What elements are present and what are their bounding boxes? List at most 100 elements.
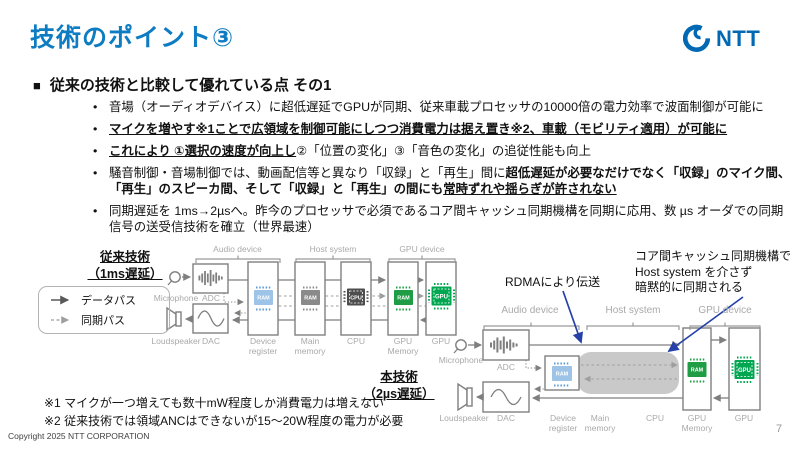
footnote-1: ※1 マイクが一つ増えても数十mW程度しか消費電力は増えない: [44, 396, 384, 410]
conventional-caption: 従来技術 （1ms遅延）: [85, 249, 165, 283]
host-system-bracket: [586, 325, 680, 330]
svg-text:RAM: RAM: [304, 296, 317, 302]
group-label-audio-device: Audio device: [213, 244, 262, 254]
label-adc: ADC: [202, 293, 220, 303]
bullet-3-emphasis: これにより ①選択の速度が向上し: [109, 144, 297, 159]
label-microphone: Microphone: [438, 355, 484, 365]
group-label-host-system: Host system: [309, 244, 357, 254]
main-memory-ram-chip: RAM: [301, 286, 320, 311]
label-device-register: Device register: [548, 413, 578, 433]
bullet-4-emphasis: 常時ずれや揺らぎが許されない: [443, 181, 617, 196]
cache-sync-annotation-line2: Host system を介さず: [635, 264, 753, 279]
waveform-icon: [198, 270, 223, 286]
label-dac: DAC: [497, 413, 515, 423]
bullet-item-5: 同期遅延を 1ms→2µsへ。昨今のプロセッサで必須であるコア間キャッシュ同期機…: [92, 204, 792, 235]
sine-icon: [490, 388, 522, 406]
proposed-caption-line2: （2µs遅延）: [363, 387, 435, 401]
label-cpu: CPU: [646, 413, 664, 423]
group-label-audio-device: Audio device: [501, 305, 559, 316]
label-microphone: Microphone: [153, 293, 199, 303]
legend-data-path: データパス: [49, 292, 169, 308]
microphone-icon: [167, 271, 192, 286]
legend-sync-path: 同期パス: [49, 312, 169, 328]
bullet-2-text: マイクを増やす※1ことで広領域を制御可能にしつつ消費電力は据え置き※2、車載（モ…: [109, 122, 728, 137]
page-title: 技術のポイント③: [30, 24, 235, 52]
gpu-box: GPU: [728, 327, 761, 411]
host-bypass-blob: [577, 352, 679, 394]
cache-sync-arrow: [667, 296, 744, 353]
label-gpu-memory: GPU Memory: [387, 336, 419, 356]
bullet-item-2: マイクを増やす※1ことで広領域を制御可能にしつつ消費電力は据え置き※2、車載（モ…: [92, 122, 792, 138]
svg-text:CPU: CPU: [350, 295, 362, 301]
svg-text:RAM: RAM: [257, 296, 270, 302]
proposed-diagram-shapes: RAM RAM GPU: [453, 290, 761, 413]
legend-data-path-label: データパス: [81, 295, 136, 307]
bullet-5-text: 同期遅延を 1ms→2µsへ。昨今のプロセッサで必須であるコア間キャッシュ同期機…: [109, 203, 784, 234]
bullet-item-3: これにより ①選択の速度が向上し②「位置の変化」③「音色の変化」の追従性能も向上: [92, 144, 792, 160]
heading-square-marker: ■: [33, 78, 41, 93]
cache-sync-annotation-line3: 暗黙的に同期される: [635, 280, 744, 294]
bullet-1-text: 音場（オーディオデバイス）に超低遅延でGPUが同期、従来車載プロセッサの1000…: [109, 100, 764, 114]
rdma-annotation: RDMAにより伝送: [505, 275, 601, 289]
label-loudspeaker: Loudspeaker: [439, 413, 489, 423]
adc-box: [482, 329, 530, 361]
path-legend: データパス 同期パス: [38, 286, 170, 334]
label-loudspeaker: Loudspeaker: [151, 336, 201, 346]
bullet-item-1: 音場（オーディオデバイス）に超低遅延でGPUが同期、従来車載プロセッサの1000…: [92, 100, 792, 116]
ntt-dynamic-loop-icon: [683, 24, 711, 52]
ntt-logo: NTT: [683, 24, 760, 54]
conventional-diagram-shapes: RAM RAM CPU RAM: [166, 255, 457, 336]
label-dac: DAC: [202, 336, 220, 346]
cpu-chip: CPU: [343, 288, 369, 306]
ntt-logo-text: NTT: [716, 26, 761, 51]
svg-text:RAM: RAM: [397, 296, 410, 302]
adc-box: [192, 263, 229, 294]
bullet-4-bold: 超低遅延が必要なだけでなく「収録」のマイク間、「再生」のスピーカ間、そして「収録…: [109, 166, 791, 196]
bullet-list: 音場（オーディオデバイス）に超低遅延でGPUが同期、従来車載プロセッサの1000…: [92, 100, 792, 242]
svg-text:GPU: GPU: [435, 295, 448, 301]
cache-sync-annotation: コア間キャッシュ同期機構で Host system を介さず 暗黙的に同期される: [635, 249, 791, 296]
svg-text:RAM: RAM: [691, 368, 704, 374]
group-label-host-system: Host system: [605, 305, 661, 316]
dac-box: [475, 381, 530, 413]
group-label-gpu-device: GPU device: [698, 305, 752, 316]
conventional-caption-line2: （1ms遅延）: [87, 267, 163, 281]
sine-icon: [197, 310, 225, 327]
waveform-icon: [490, 336, 518, 354]
microphone-icon: [453, 339, 483, 354]
gpu-chip: GPU: [428, 283, 455, 310]
heading-text: 従来の技術と比較して優れている点 その1: [49, 77, 332, 94]
gpu-memory-ram-chip: RAM: [394, 286, 413, 311]
loudspeaker-icon: [457, 382, 473, 412]
dashed-arrow-icon: [51, 316, 70, 324]
legend-sync-path-label: 同期パス: [81, 315, 125, 327]
label-adc: ADC: [497, 362, 515, 372]
rdma-arrow: [562, 290, 584, 344]
cache-sync-annotation-line1: コア間キャッシュ同期機構で: [635, 249, 792, 263]
label-main-memory: Main memory: [584, 413, 616, 433]
label-gpu-memory: GPU Memory: [681, 413, 713, 433]
footnote-2: ※2 従来技術では領域ANCはできないが15～20W程度の電力が必要: [44, 413, 404, 428]
device-register-box: RAM: [544, 355, 580, 391]
conventional-caption-line1: 従来技術: [99, 250, 150, 264]
proposed-caption: 本技術 （2µs遅延）: [362, 369, 436, 403]
device-register-ram-chip: RAM: [254, 286, 273, 311]
label-gpu: GPU: [431, 336, 451, 346]
label-gpu: GPU: [734, 413, 754, 423]
page-number: 7: [776, 423, 783, 435]
svg-text:GPU: GPU: [738, 368, 751, 374]
dac-box: [184, 303, 229, 334]
bullet-item-4: 騒音制御・音場制御では、動画配信等と異なり「収録」と「再生」間に超低遅延が必要な…: [92, 166, 792, 197]
solid-arrow-icon: [51, 295, 70, 305]
svg-text:RAM: RAM: [556, 372, 569, 378]
section-heading: ■ 従来の技術と比較して優れている点 その1: [33, 74, 331, 95]
bullet-4-text: 騒音制御・音場制御では、動画配信等と異なり「収録」と「再生」間に: [109, 166, 506, 181]
proposed-caption-line1: 本技術: [380, 370, 418, 384]
label-cpu: CPU: [347, 336, 365, 346]
label-main-memory: Main memory: [294, 336, 326, 356]
label-device-register: Device register: [248, 336, 278, 356]
footnotes: ※1 マイクが一つ増えても数十mW程度しか消費電力は増えない ※2 従来技術では…: [44, 395, 403, 430]
gpu-memory-box: RAM: [682, 327, 712, 411]
